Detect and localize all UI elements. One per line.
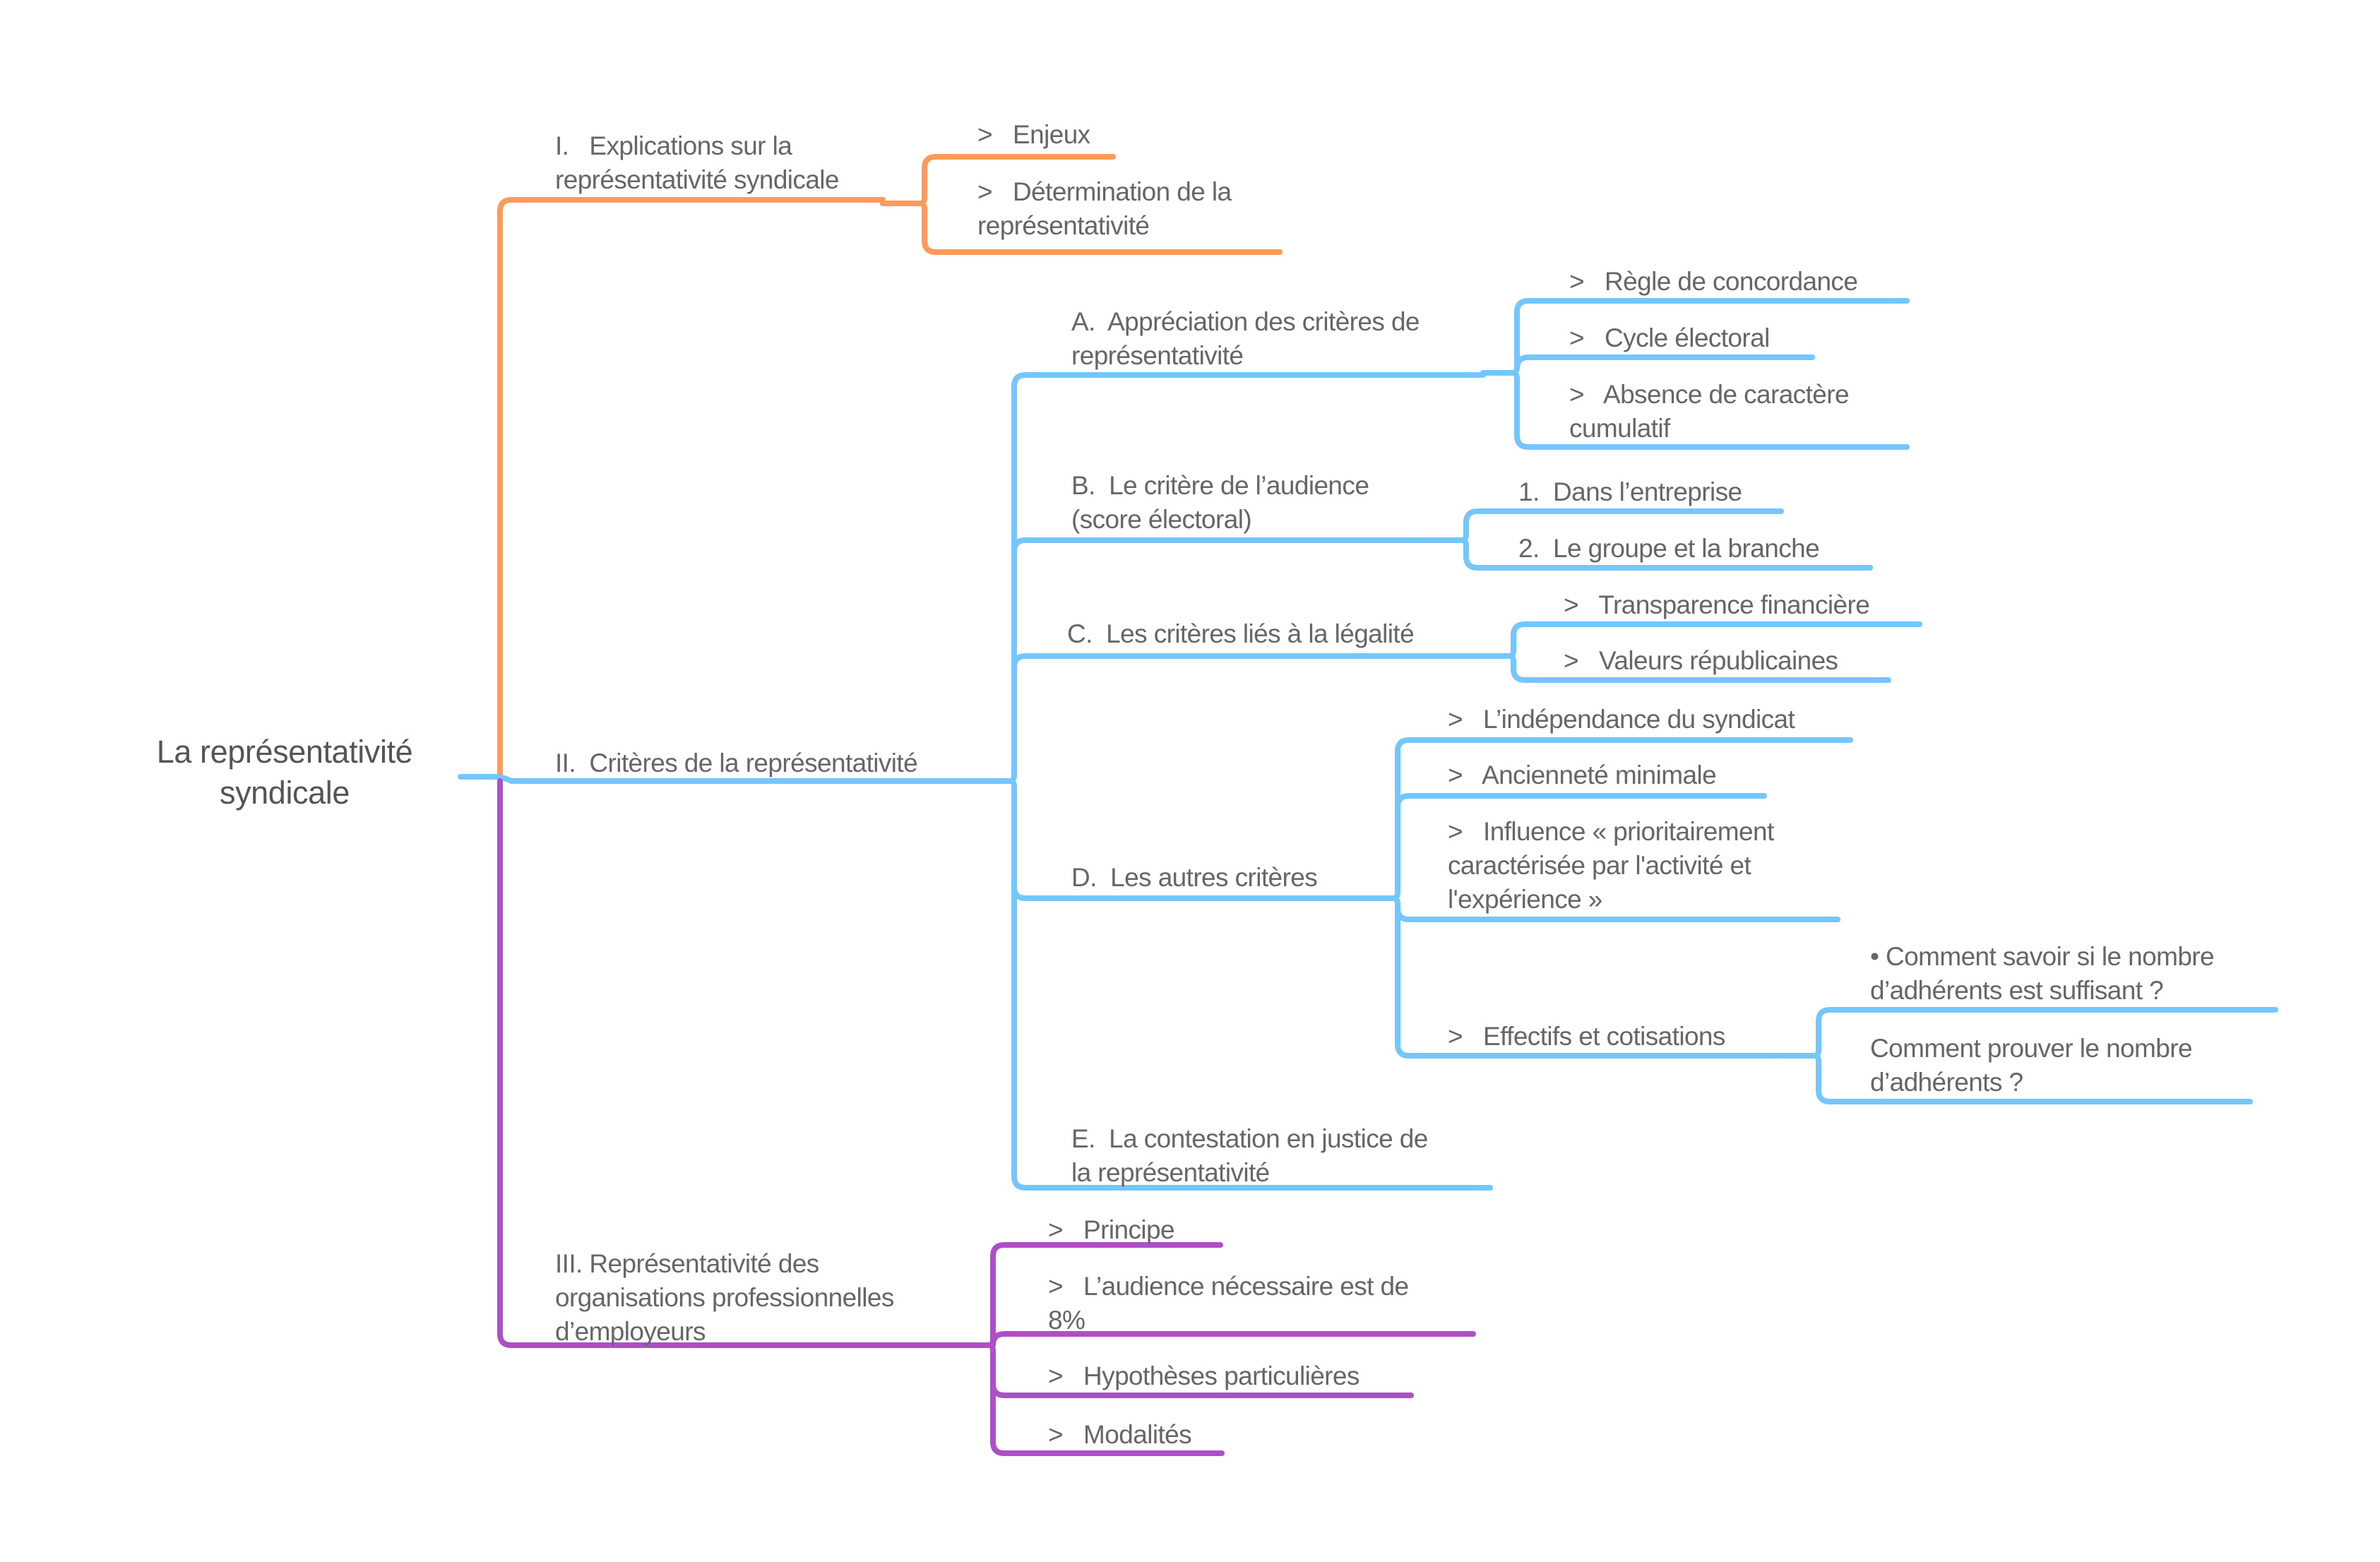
fork-effectifs-stub2 — [1773, 1053, 1821, 1064]
fork-3-child-3 — [990, 1348, 1225, 1456]
trunk-branch-3 — [497, 778, 956, 1348]
fork-1-child-1 — [922, 206, 1283, 255]
subtopic-autres-criteres[interactable]: D. Les autres critères — [1071, 863, 1318, 892]
fork-3-child-0 — [990, 1242, 1223, 1342]
subtopic-determination[interactable]: > Détermination de la représentativité — [977, 177, 1232, 240]
fork-2-stub2 — [979, 778, 1017, 789]
item-principe[interactable]: > Principe — [1048, 1215, 1175, 1244]
fork-a-stub2 — [1480, 370, 1520, 381]
fork-3-stub2 — [951, 1342, 996, 1354]
central-topic[interactable]: La représentativité syndicale — [156, 734, 413, 811]
fork-2-child-1 — [1011, 537, 1428, 778]
item-effectifs-cotisations[interactable]: > Effectifs et cotisations — [1448, 1022, 1725, 1051]
fork-b-child-1 — [1463, 543, 1873, 571]
fork-d-child-3 — [1395, 901, 1779, 1059]
subtopic-legalite[interactable]: C. Les critères liés à la légalité — [1067, 619, 1415, 648]
fork-2-child-0 — [1011, 372, 1486, 778]
fork-2-child-4 — [1011, 784, 1493, 1191]
topic-explications[interactable]: I. Explications sur la représentativité … — [555, 131, 840, 194]
trunk-branch-2 — [492, 774, 984, 784]
item-dans-entreprise[interactable]: 1. Dans l’entreprise — [1518, 477, 1742, 506]
item-valeurs-republicaines[interactable]: > Valeurs républicaines — [1564, 646, 1838, 675]
fork-effectifs-child-0 — [1816, 1007, 2278, 1053]
item-anciennete[interactable]: > Ancienneté minimale — [1448, 761, 1717, 789]
question-nombre-suffisant[interactable]: • Comment savoir si le nombre d’adhérent… — [1870, 942, 2215, 1005]
fork-c-child-0 — [1511, 621, 1922, 653]
fork-1-child-0 — [922, 154, 1116, 201]
fork-2-child-2 — [1011, 653, 1513, 778]
subtopic-contestation[interactable]: E. La contestation en justice de la repr… — [1071, 1124, 1428, 1187]
item-influence[interactable]: > Influence « prioritairement caractéris… — [1448, 817, 1774, 914]
topic-organisations-employeurs[interactable]: III. Représentativité des organisations … — [555, 1249, 894, 1346]
fork-b-stub2 — [1422, 537, 1469, 549]
item-transparence-financiere[interactable]: > Transparence financière — [1564, 590, 1870, 619]
fork-c-child-1 — [1511, 659, 1891, 683]
fork-1-stub2 — [880, 201, 927, 212]
fork-d-child-0 — [1395, 737, 1853, 895]
fork-a-child-0 — [1514, 298, 1910, 370]
fork-d-child-1 — [1395, 793, 1767, 895]
topic-criteres[interactable]: II. Critères de la représentativité — [555, 749, 918, 777]
item-modalites[interactable]: > Modalités — [1048, 1420, 1192, 1449]
fork-a-child-1 — [1514, 354, 1815, 371]
item-cycle-electoral[interactable]: > Cycle électoral — [1569, 323, 1770, 352]
item-absence-cumulatif[interactable]: > Absence de caractère cumulatif — [1569, 380, 1850, 443]
item-independance[interactable]: > L’indépendance du syndicat — [1448, 705, 1795, 734]
subtopic-audience[interactable]: B. Le critère de l’audience (score élect… — [1071, 471, 1369, 534]
fork-3-child-1 — [990, 1331, 1476, 1348]
fork-effectifs-child-1 — [1816, 1059, 2253, 1104]
item-regle-concordance[interactable]: > Règle de concordance — [1569, 267, 1858, 296]
subtopic-appreciation[interactable]: A. Appréciation des critères de représen… — [1071, 307, 1420, 370]
fork-b-child-0 — [1463, 508, 1784, 537]
fork-a-child-2 — [1514, 376, 1910, 450]
item-audience-8[interactable]: > L’audience nécessaire est de 8% — [1048, 1272, 1409, 1335]
trunk-branch-1 — [497, 197, 886, 780]
item-groupe-branche[interactable]: 2. Le groupe et la branche — [1518, 534, 1820, 563]
question-prouver-nombre[interactable]: Comment prouver le nombre d’adhérents ? — [1870, 1034, 2193, 1097]
item-hypotheses[interactable]: > Hypothèses particulières — [1048, 1361, 1359, 1390]
subtopic-enjeux[interactable]: > Enjeux — [977, 120, 1090, 149]
